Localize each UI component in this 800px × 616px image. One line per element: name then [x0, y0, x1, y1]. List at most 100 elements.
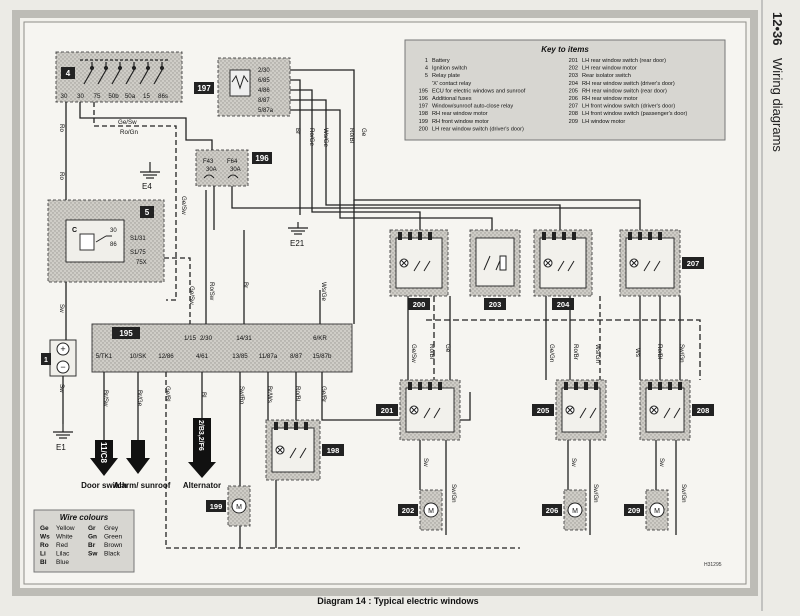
ignition-terminal: 75	[94, 93, 101, 100]
wire-label: Ws/Ge	[320, 282, 327, 301]
key-item-label: Window/sunroof auto-close relay	[432, 104, 513, 110]
key-item-label: RH rear window switch (driver's door)	[582, 81, 675, 87]
wire-colour-code: Gr	[88, 525, 96, 532]
ecu-bottom-terminal: 15/87b	[313, 353, 332, 360]
key-item-label: LH front window switch (passenger's door…	[582, 111, 687, 117]
key-item-label: RH rear window motor	[432, 111, 488, 117]
fuse-f43-rating: 30A	[206, 167, 217, 173]
alarm-sunroof-label: Alarm/ sunroof	[114, 481, 171, 490]
key-item-number: 208	[569, 111, 578, 117]
wire-colour-name: Yellow	[56, 525, 75, 532]
wire-label: Ro/Bl	[294, 386, 301, 401]
isolator-switch-203: 203	[469, 229, 521, 310]
ecu-bottom-terminal: 8/87	[290, 353, 303, 360]
alternator-label: Alternator	[183, 481, 221, 490]
contact-point	[117, 65, 123, 71]
fuse-f64-rating: 30A	[230, 167, 241, 173]
svg-text:−: −	[60, 362, 65, 372]
relay-plate-number: 5	[145, 208, 150, 217]
wire-colour-code: Li	[40, 551, 46, 558]
fuse-box: 196 F43 30A F64 30A	[195, 149, 272, 187]
contact-point	[159, 65, 165, 71]
switch-200-number: 200	[413, 300, 426, 309]
ecu-number: 195	[119, 329, 133, 338]
ignition-terminal: 86s	[158, 93, 168, 100]
key-item-number: 4	[425, 66, 428, 72]
switch-201-number: 201	[381, 406, 394, 415]
wire-label: Sw	[58, 304, 65, 313]
relay197-terminal: 5/87a	[258, 108, 274, 114]
contact-point	[131, 65, 137, 71]
svg-text:+: +	[60, 344, 65, 354]
relay197-terminal: 2/30	[258, 68, 270, 74]
wire-colour-code: Bl	[40, 559, 47, 566]
ignition-contact	[125, 62, 135, 85]
relay197-terminal: 4/86	[258, 88, 270, 94]
wiring	[62, 69, 701, 549]
key-item-number: 201	[569, 58, 578, 64]
isolator-switch-number: 203	[489, 300, 502, 309]
wire-label: Ro/Sw	[208, 282, 215, 301]
earth-e1-label: E1	[56, 443, 66, 452]
ignition-contact	[139, 62, 149, 85]
relay5-terminal: 30	[110, 228, 117, 234]
key-item-number: 200	[419, 126, 428, 132]
contact-point	[89, 65, 95, 71]
wire-label: Sw	[570, 458, 577, 467]
auto-close-relay-number: 197	[197, 84, 211, 93]
earth-e1	[53, 424, 73, 439]
wire-label: Sw/Ro	[238, 386, 245, 405]
relay5-terminal: S1/31	[130, 236, 146, 242]
earth-e4-label: E4	[142, 182, 152, 191]
wire-colour-name: Green	[104, 534, 122, 541]
key-item-label: RH rear window switch (rear door)	[582, 88, 667, 94]
ecu-bottom-terminal: 12/86	[158, 353, 174, 360]
ecu-top-terminal: 2/30	[200, 335, 213, 342]
wire-label: Br	[242, 282, 249, 288]
relay5-terminal: 86	[110, 242, 117, 248]
ignition-contact	[97, 62, 107, 85]
earth-e21-label: E21	[290, 239, 305, 248]
svg-text:M: M	[236, 504, 242, 511]
wire-label: Sw/Gn	[678, 344, 685, 363]
motor-206-number: 206	[546, 506, 559, 515]
key-item-number: 195	[419, 88, 428, 94]
key-item-label: Additional fuses	[432, 96, 472, 102]
ecu-top-terminal: 1/15	[184, 335, 197, 342]
key-item-number: 197	[419, 104, 428, 110]
wire-colour-name: Blue	[56, 559, 69, 566]
relay197-terminal: 6/85	[258, 78, 270, 84]
ignition-contact	[153, 62, 163, 85]
wire-label: Ro/Gn	[120, 129, 138, 136]
wire-colour-code: Gn	[88, 534, 97, 541]
wire-colour-code: Ws	[40, 534, 50, 541]
wire-label: Ws/Ge	[322, 128, 329, 147]
switch-204-number: 204	[557, 300, 570, 309]
key-item-number: 198	[419, 111, 428, 117]
ignition-terminal: 50a	[125, 93, 136, 100]
wire-label: Ro/Bl	[428, 344, 435, 359]
key-item-label: LH rear window motor	[582, 66, 637, 72]
motor-199-number: 199	[210, 502, 223, 511]
ecu-bottom-terminal: 10/SK	[130, 353, 148, 360]
section-title: Wiring diagrams	[770, 58, 785, 152]
fuse-f64: F64	[227, 159, 238, 165]
ecu-top-terminal: 6/KR	[313, 335, 327, 342]
door-switch-ref: 11/C8	[99, 442, 108, 463]
wire-label: Br/Sw	[102, 390, 109, 407]
svg-text:M: M	[428, 508, 434, 515]
key-item-label: RH front window motor	[432, 119, 489, 125]
switch-204: 204	[533, 229, 593, 310]
wire-colour-name: Red	[56, 542, 68, 549]
ecu-bottom-terminal: 4/61	[196, 353, 209, 360]
key-item-number: 203	[569, 73, 578, 79]
key-item-label: LH window motor	[582, 119, 625, 125]
wire-colour-code: Sw	[88, 551, 98, 558]
wire-label: Ge/Sw	[118, 119, 137, 126]
wire-colour-name: Black	[104, 551, 121, 558]
wire-label: Sw/Gn	[592, 484, 599, 503]
